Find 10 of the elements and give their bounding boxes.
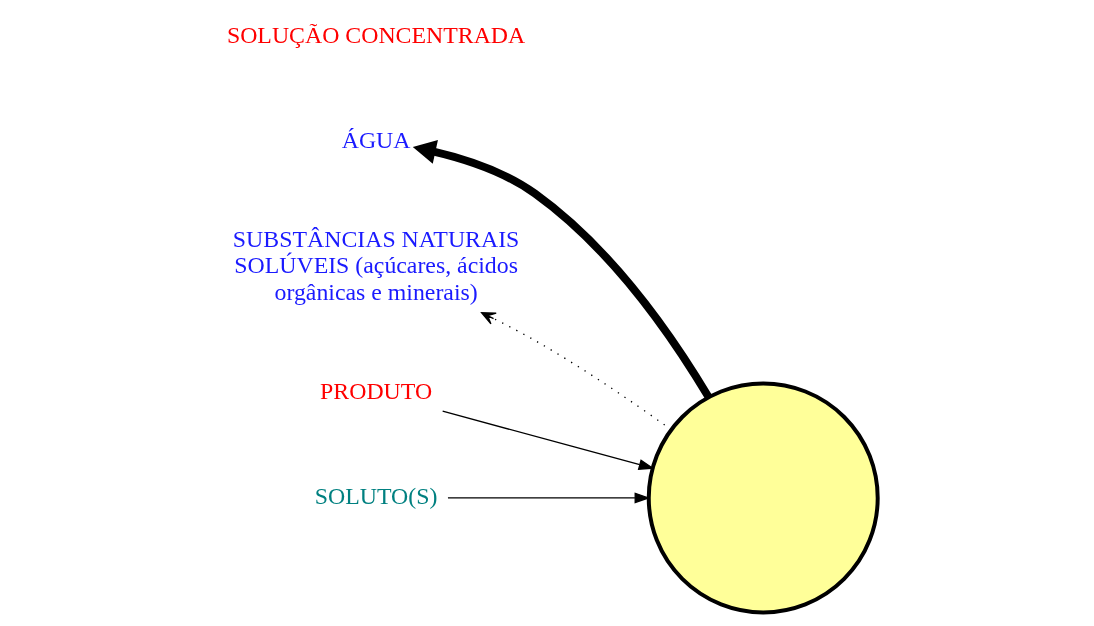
arrow <box>412 140 712 400</box>
arrow <box>446 492 650 504</box>
arrow <box>480 312 672 431</box>
node-text: PRODUTO <box>319 378 432 405</box>
node-text: SUBSTÂNCIAS NATURAIS SOLÚVEIS (açúcares, ácidos orgânicas e minerais) <box>232 226 519 305</box>
arrow <box>441 410 655 470</box>
node-text: ÁGUA <box>341 126 411 153</box>
node-text: SOLUTO(S) <box>314 482 437 509</box>
label: SOLUÇÃO CONCENTRADA <box>226 22 525 49</box>
node-circle <box>646 381 880 615</box>
